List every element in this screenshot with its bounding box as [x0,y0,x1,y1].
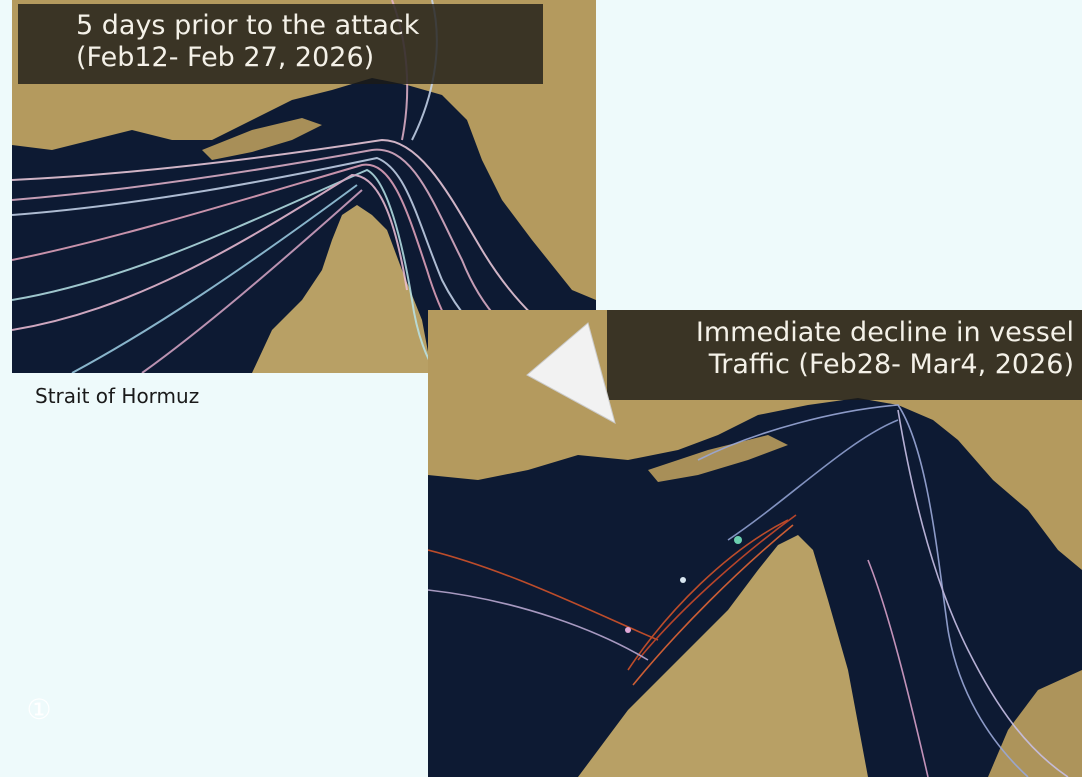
page-number-badge: ① [26,693,52,726]
caption-before-attack: 5 days prior to the attack (Feb12- Feb 2… [18,4,543,84]
caption-after-line2: Traffic (Feb28- Mar4, 2026) [708,348,1074,380]
caption-before-line1: 5 days prior to the attack [76,10,420,41]
caption-after-attack: Immediate decline in vessel Traffic (Feb… [607,310,1082,400]
place-label: Strait of Hormuz [35,384,200,408]
caption-before-line2: (Feb12- Feb 27, 2026) [76,41,375,73]
caption-after-line1: Immediate decline in vessel [695,317,1074,348]
